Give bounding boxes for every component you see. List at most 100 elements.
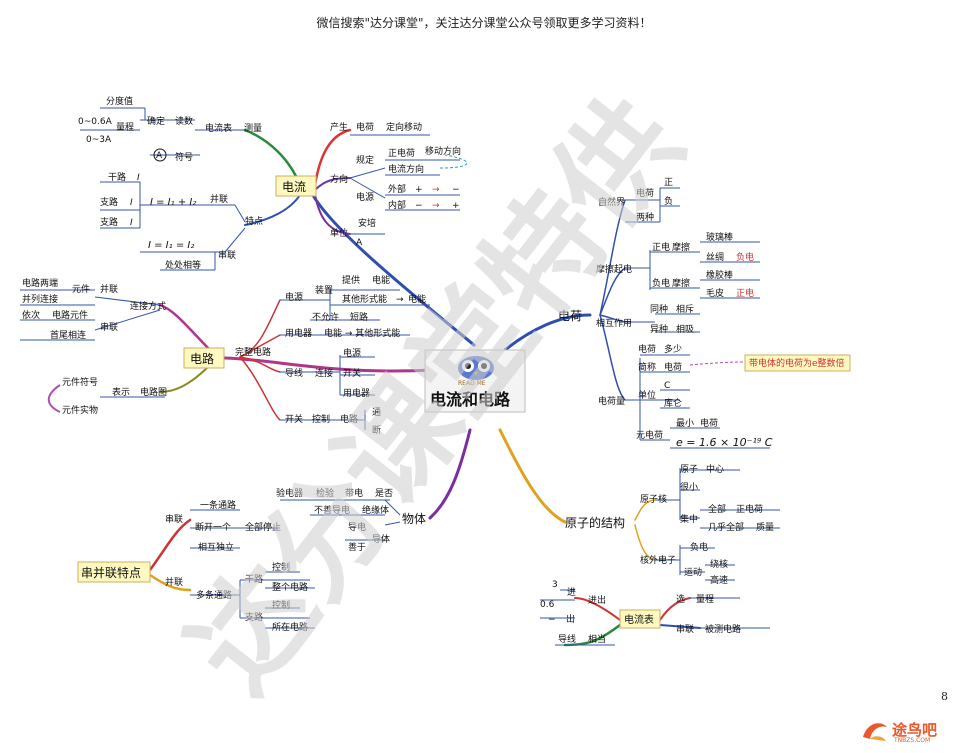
label-matter: 物体 <box>402 512 426 526</box>
svg-text:单位: 单位 <box>638 389 656 401</box>
svg-text:异种: 异种 <box>650 323 668 335</box>
charge-texts: 自然界 电荷 正 负 两种 摩擦起电 正电 摩擦 玻璃棒 丝绸 负电 负电 摩擦… <box>596 178 851 449</box>
svg-text:电荷: 电荷 <box>700 417 718 429</box>
svg-text:控制: 控制 <box>272 599 290 611</box>
svg-text:元件: 元件 <box>72 283 90 295</box>
svg-text:原子: 原子 <box>680 464 698 475</box>
svg-text:并联: 并联 <box>165 576 183 588</box>
matter-texts: 验电器 检验 带电 是否 不善导电 绝缘体 导电 导体 善于 <box>276 487 393 553</box>
svg-text:库仑: 库仑 <box>664 397 682 409</box>
current-texts: 分度值 确定 读数 量程 0~0.6A 0~3A 电流表 测量 A 符号 干路 … <box>78 95 461 271</box>
svg-text:带电: 带电 <box>345 487 363 499</box>
svg-text:被测电路: 被测电路 <box>705 623 741 635</box>
svg-text:中心: 中心 <box>706 463 724 475</box>
circuit-texts: 电路两端 元件 并联 并列连接 连接方式 依次 电路元件 串联 首尾相连 元件符… <box>22 274 426 436</box>
svg-text:自然界: 自然界 <box>598 196 625 208</box>
svg-text:多少: 多少 <box>664 343 682 355</box>
svg-text:相互作用: 相互作用 <box>596 317 632 329</box>
svg-text:电荷: 电荷 <box>664 361 682 373</box>
svg-text:毛皮: 毛皮 <box>706 287 724 299</box>
svg-text:正电荷: 正电荷 <box>736 503 763 515</box>
svg-text:导线: 导线 <box>285 367 303 379</box>
svg-text:导电: 导电 <box>348 521 366 533</box>
svg-text:负电: 负电 <box>690 541 708 553</box>
svg-text:干路: 干路 <box>245 573 263 585</box>
label-atom: 原子的结构 <box>565 515 625 530</box>
svg-text:电能 → 其他形式能: 电能 → 其他形式能 <box>324 327 400 339</box>
svg-text:全部停止: 全部停止 <box>245 521 281 533</box>
svg-text:量程: 量程 <box>696 594 714 605</box>
svg-text:全部: 全部 <box>708 503 726 515</box>
svg-text:C: C <box>664 381 670 391</box>
svg-text:支路: 支路 <box>245 611 263 623</box>
svg-text:进出: 进出 <box>588 594 606 606</box>
svg-text:电荷: 电荷 <box>356 121 374 133</box>
svg-text:是否: 是否 <box>375 488 393 499</box>
svg-text:所在电路: 所在电路 <box>272 621 308 633</box>
branch-charge <box>503 313 592 352</box>
label-charge: 电荷 <box>558 309 582 323</box>
svg-text:内部: 内部 <box>388 199 406 211</box>
svg-text:电能: 电能 <box>372 274 390 286</box>
svg-text:短路: 短路 <box>350 311 368 323</box>
svg-text:出: 出 <box>566 613 575 625</box>
owl-icon <box>458 356 494 380</box>
svg-text:两种: 两种 <box>636 211 654 223</box>
svg-text:−: − <box>548 615 556 625</box>
svg-text:正电: 正电 <box>736 287 754 299</box>
svg-text:相互独立: 相互独立 <box>198 541 234 553</box>
svg-text:带电体的电荷为e整数倍: 带电体的电荷为e整数倍 <box>749 357 845 369</box>
svg-text:高速: 高速 <box>710 574 728 586</box>
label-current: 电流 <box>282 180 306 194</box>
svg-text:控制: 控制 <box>312 413 330 425</box>
svg-text:电路元件: 电路元件 <box>52 309 88 321</box>
svg-text:正电: 正电 <box>652 241 670 253</box>
svg-text:装置: 装置 <box>315 284 333 296</box>
svg-text:方向: 方向 <box>330 173 348 185</box>
svg-text:表示: 表示 <box>112 386 130 398</box>
svg-text:不善导电: 不善导电 <box>314 504 350 516</box>
svg-text:用电器: 用电器 <box>285 327 312 339</box>
svg-text:电流方向: 电流方向 <box>388 163 424 175</box>
branch-current <box>308 188 476 347</box>
branch-circuit <box>223 356 436 373</box>
svg-text:A: A <box>356 238 363 248</box>
header-note: 微信搜索"达分课堂"，关注达分课堂公众号领取更多学习资料！ <box>316 16 652 30</box>
atom-texts: 原子核 原子 中心 很小 集中 全部 正电荷 几乎全部 质量 核外电子 负电 运… <box>640 463 774 586</box>
svg-text:电流表: 电流表 <box>205 122 232 134</box>
svg-text:−: − <box>415 201 423 211</box>
label-circuit: 电路 <box>190 351 214 366</box>
svg-text:电荷量: 电荷量 <box>598 395 625 407</box>
svg-text:I: I <box>130 218 133 228</box>
svg-text:相吸: 相吸 <box>676 323 694 335</box>
branch-atom <box>498 428 567 524</box>
svg-text:同种: 同种 <box>650 303 668 315</box>
logo-url: TNBZS.COM <box>894 737 931 744</box>
cycle-arrow-icon <box>47 384 61 413</box>
svg-text:负: 负 <box>664 195 673 207</box>
svg-text:整个电路: 整个电路 <box>272 581 308 593</box>
svg-text:电能: 电能 <box>408 293 426 305</box>
svg-text:干路: 干路 <box>108 171 126 183</box>
svg-text:电源: 电源 <box>343 347 361 359</box>
direction-dashed-link <box>439 154 468 169</box>
svg-text:量程: 量程 <box>116 122 134 133</box>
svg-text:并联: 并联 <box>100 283 118 295</box>
svg-text:安培: 安培 <box>358 217 376 229</box>
page-number: 8 <box>941 690 948 703</box>
svg-text:很小: 很小 <box>680 481 698 493</box>
svg-text:负电: 负电 <box>736 251 754 263</box>
svg-text:验电器: 验电器 <box>276 487 303 499</box>
svg-text:玻璃棒: 玻璃棒 <box>706 231 733 243</box>
svg-text:0~0.6A: 0~0.6A <box>78 117 113 127</box>
svg-text:一条通路: 一条通路 <box>200 499 236 511</box>
svg-text:+: + <box>415 185 423 195</box>
svg-text:简称: 简称 <box>638 361 656 373</box>
svg-text:I = I₁ + I₂: I = I₁ + I₂ <box>150 197 196 208</box>
svg-text:串联: 串联 <box>165 514 183 525</box>
logo-name: 途鸟吧 <box>892 721 938 739</box>
center-badge: READ ME <box>458 380 486 387</box>
svg-text:相斥: 相斥 <box>676 303 694 315</box>
svg-text:+: + <box>452 201 460 211</box>
